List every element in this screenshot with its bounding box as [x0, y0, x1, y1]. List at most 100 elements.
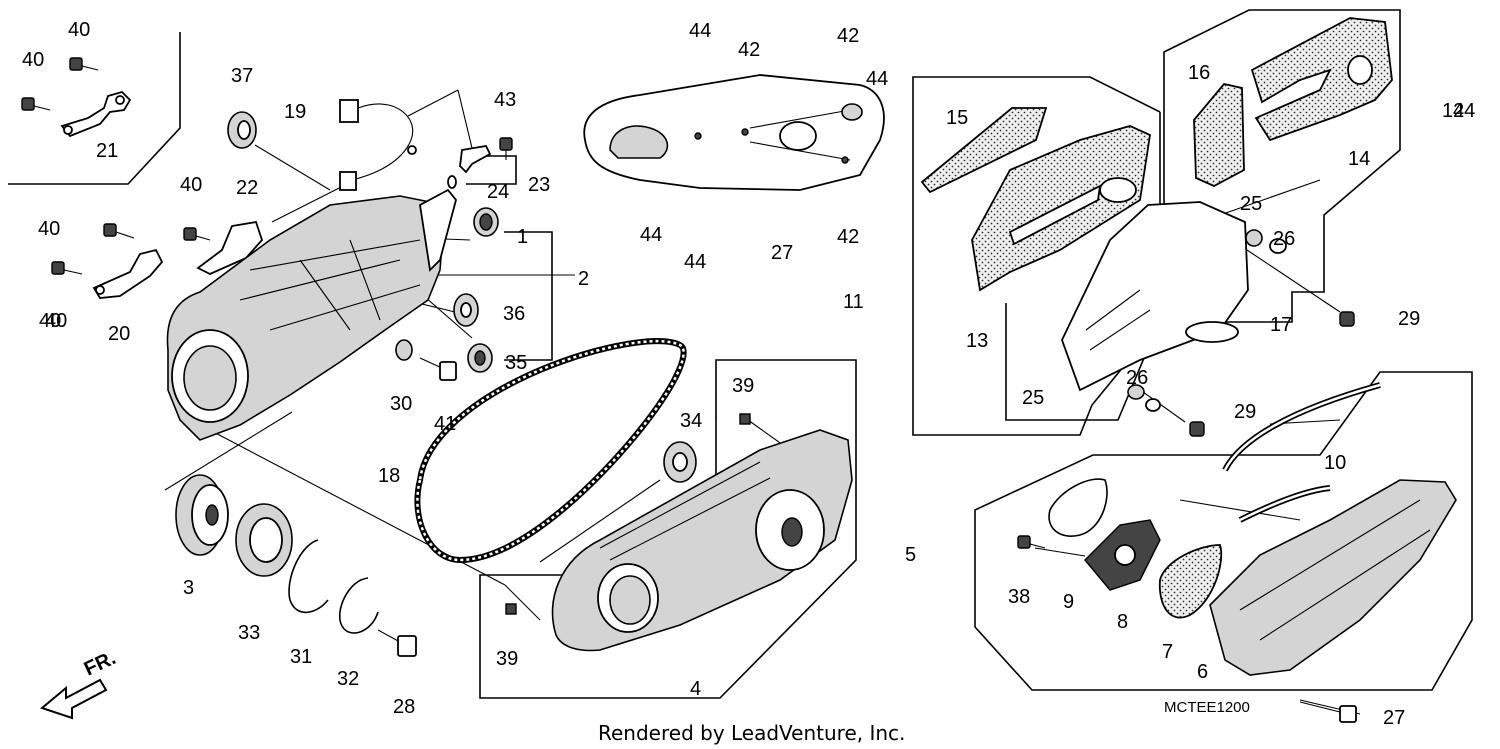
callout: 44 [866, 68, 888, 90]
callout: 9 [1063, 591, 1074, 613]
bracket-20 [92, 248, 164, 299]
washer-30 [395, 339, 413, 361]
crankcase-2 [166, 188, 457, 441]
grommet-25-b [1245, 229, 1263, 247]
callout: 26 [1126, 367, 1148, 389]
callout: 5 [905, 544, 916, 566]
callout: 27 [1383, 707, 1405, 729]
collar-26-a [1145, 398, 1161, 412]
bolt-29-a [1189, 421, 1205, 437]
callout: 42 [738, 39, 760, 61]
callout: 40 [22, 49, 44, 71]
nut-39-b [505, 603, 517, 615]
callout: 40 [39, 310, 61, 332]
callout: 10 [1324, 452, 1346, 474]
callout: 40 [68, 19, 90, 41]
callout: 39 [496, 648, 518, 670]
callout: 32 [337, 668, 359, 690]
reference-code: MCTEE1200 [1164, 699, 1250, 716]
element-7 [1158, 544, 1223, 619]
callout: 1 [517, 226, 528, 248]
seal-10 [1222, 382, 1381, 523]
sensor-23 [447, 145, 492, 189]
callout: 15 [946, 107, 968, 129]
callout: 38 [1008, 586, 1030, 608]
callout: 8 [1117, 611, 1128, 633]
collar-1 [473, 207, 499, 237]
bolt-43 [499, 137, 513, 160]
callout: 17 [1270, 314, 1292, 336]
callout: 22 [236, 177, 258, 199]
callout: 29 [1398, 308, 1420, 330]
bearing-37 [227, 111, 257, 149]
callout: 44 [684, 251, 706, 273]
circlip-32 [338, 577, 379, 634]
callout: 7 [1162, 641, 1173, 663]
bolt-40-a [69, 57, 99, 71]
callout: 12 [1442, 100, 1464, 122]
callout: 28 [393, 696, 415, 718]
callout: 29 [1234, 401, 1256, 423]
bearing-34 [663, 441, 697, 483]
bolt-41 [419, 357, 457, 381]
callout: 42 [837, 25, 859, 47]
direction-label: FR. [81, 647, 119, 681]
callout: 42 [837, 226, 859, 248]
bolt-40-c [103, 223, 135, 239]
left-cover-4 [551, 429, 853, 652]
callout: 25 [1022, 387, 1044, 409]
bolt-40-b [21, 97, 51, 111]
callout: 6 [1197, 661, 1208, 683]
credit-text: Rendered by LeadVenture, Inc. [598, 721, 905, 745]
collar-35 [467, 343, 493, 373]
foam-14 [1250, 17, 1393, 142]
foam-15 [920, 107, 1048, 194]
bearing-33 [235, 503, 293, 577]
belt-18 [414, 338, 687, 564]
callout: 13 [966, 330, 988, 352]
callout: 39 [732, 375, 754, 397]
callout: 18 [378, 465, 400, 487]
callout: 2 [578, 268, 589, 290]
cover-17 [1061, 201, 1249, 392]
harness-19 [339, 99, 417, 191]
callout: 20 [108, 323, 130, 345]
callout: 3 [183, 577, 194, 599]
callout: 36 [503, 303, 525, 325]
callout: 43 [494, 89, 516, 111]
callout: 31 [290, 646, 312, 668]
bolt-38 [1017, 535, 1046, 549]
cover-6 [1209, 479, 1457, 676]
bolt-29-b [1339, 311, 1355, 327]
callout: 40 [180, 174, 202, 196]
callout: 40 [38, 218, 60, 240]
callout: 41 [434, 413, 456, 435]
callout: 19 [284, 101, 306, 123]
callout: 44 [1453, 100, 1475, 122]
callout: 14 [1348, 148, 1370, 170]
callouts: 1 2 3 4 5 6 7 8 9 10 11 12 13 14 15 16 1… [22, 19, 1475, 745]
pulley-3 [175, 474, 229, 556]
callout: 40 [45, 310, 67, 332]
bracket-21 [60, 90, 132, 138]
grommet-25-a [1127, 384, 1145, 400]
housing-8 [1084, 519, 1161, 591]
foam-16 [1193, 83, 1245, 188]
outer-cover [583, 74, 885, 191]
seal-36 [453, 293, 479, 327]
callout: 37 [231, 65, 253, 87]
callout: 34 [680, 410, 702, 432]
callout: 30 [390, 393, 412, 415]
gasket-9 [1048, 478, 1108, 537]
bolt-40-d [51, 261, 83, 275]
bolt-28 [377, 629, 417, 657]
foam-13 [971, 125, 1151, 292]
collar-26-b [1269, 238, 1287, 254]
callout: 33 [238, 622, 260, 644]
callout: 44 [689, 20, 711, 42]
callout: 23 [528, 174, 550, 196]
callout: 27 [771, 242, 793, 264]
bolt-40-e [183, 227, 211, 241]
nut-39-a [739, 413, 751, 425]
